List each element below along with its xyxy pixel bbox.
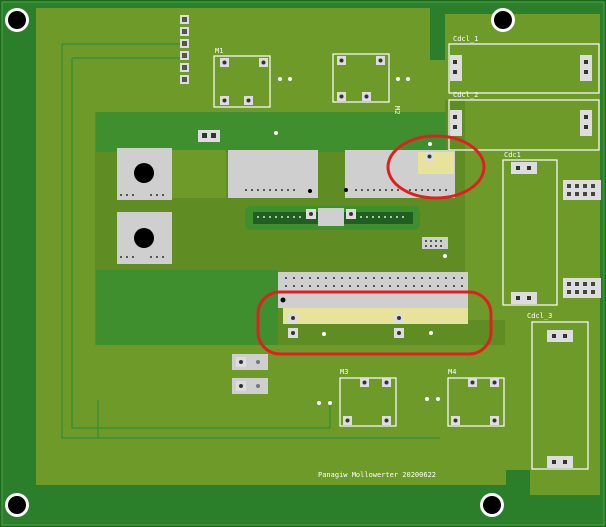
label-m2: M2 xyxy=(393,106,401,114)
footprint-m1: M1 xyxy=(213,47,292,108)
inner-pour-top xyxy=(96,112,446,152)
transistor-q2 xyxy=(117,212,172,264)
edge-connector xyxy=(563,180,601,298)
capacitor-cdcl3: Cdcl_3 xyxy=(527,312,589,470)
lower-bus-bar xyxy=(278,272,468,338)
label-m3: M3 xyxy=(340,368,348,376)
footprint-m4: M4 xyxy=(425,368,505,427)
label-cdcl2: Cdcl_2 xyxy=(453,91,478,99)
annotation-rectangle xyxy=(256,290,493,356)
capacitor-cdcl1: Cdcl_1 xyxy=(448,35,600,94)
label-cdcl3: Cdcl_3 xyxy=(527,312,552,320)
capacitor-cdcl2: Cdcl_2 xyxy=(448,91,600,151)
via-grid xyxy=(422,237,448,258)
label-m4: M4 xyxy=(448,368,456,376)
transistor-q1 xyxy=(117,148,318,200)
label-cdcl1: Cdcl_1 xyxy=(453,35,478,43)
mounting-hole-icon xyxy=(5,8,515,517)
middle-bus xyxy=(245,206,420,230)
trace-loop xyxy=(61,43,440,439)
label-m1: M1 xyxy=(215,47,223,55)
board-signature: Panagiw Mollowerter 20200622 xyxy=(318,471,436,479)
pad-block xyxy=(232,354,268,394)
footprint-m2: M2 xyxy=(332,53,410,114)
pad-pair xyxy=(198,130,278,142)
capacitor-cdc1: Cdc1 xyxy=(502,151,558,306)
footprint-m3: M3 xyxy=(317,368,397,427)
header-pins xyxy=(180,15,189,84)
label-cdc1: Cdc1 xyxy=(504,151,521,159)
transistor-q3 xyxy=(345,142,455,198)
annotation-circle xyxy=(386,134,486,200)
via-array xyxy=(120,189,447,258)
inner-pour-lower xyxy=(96,270,278,345)
